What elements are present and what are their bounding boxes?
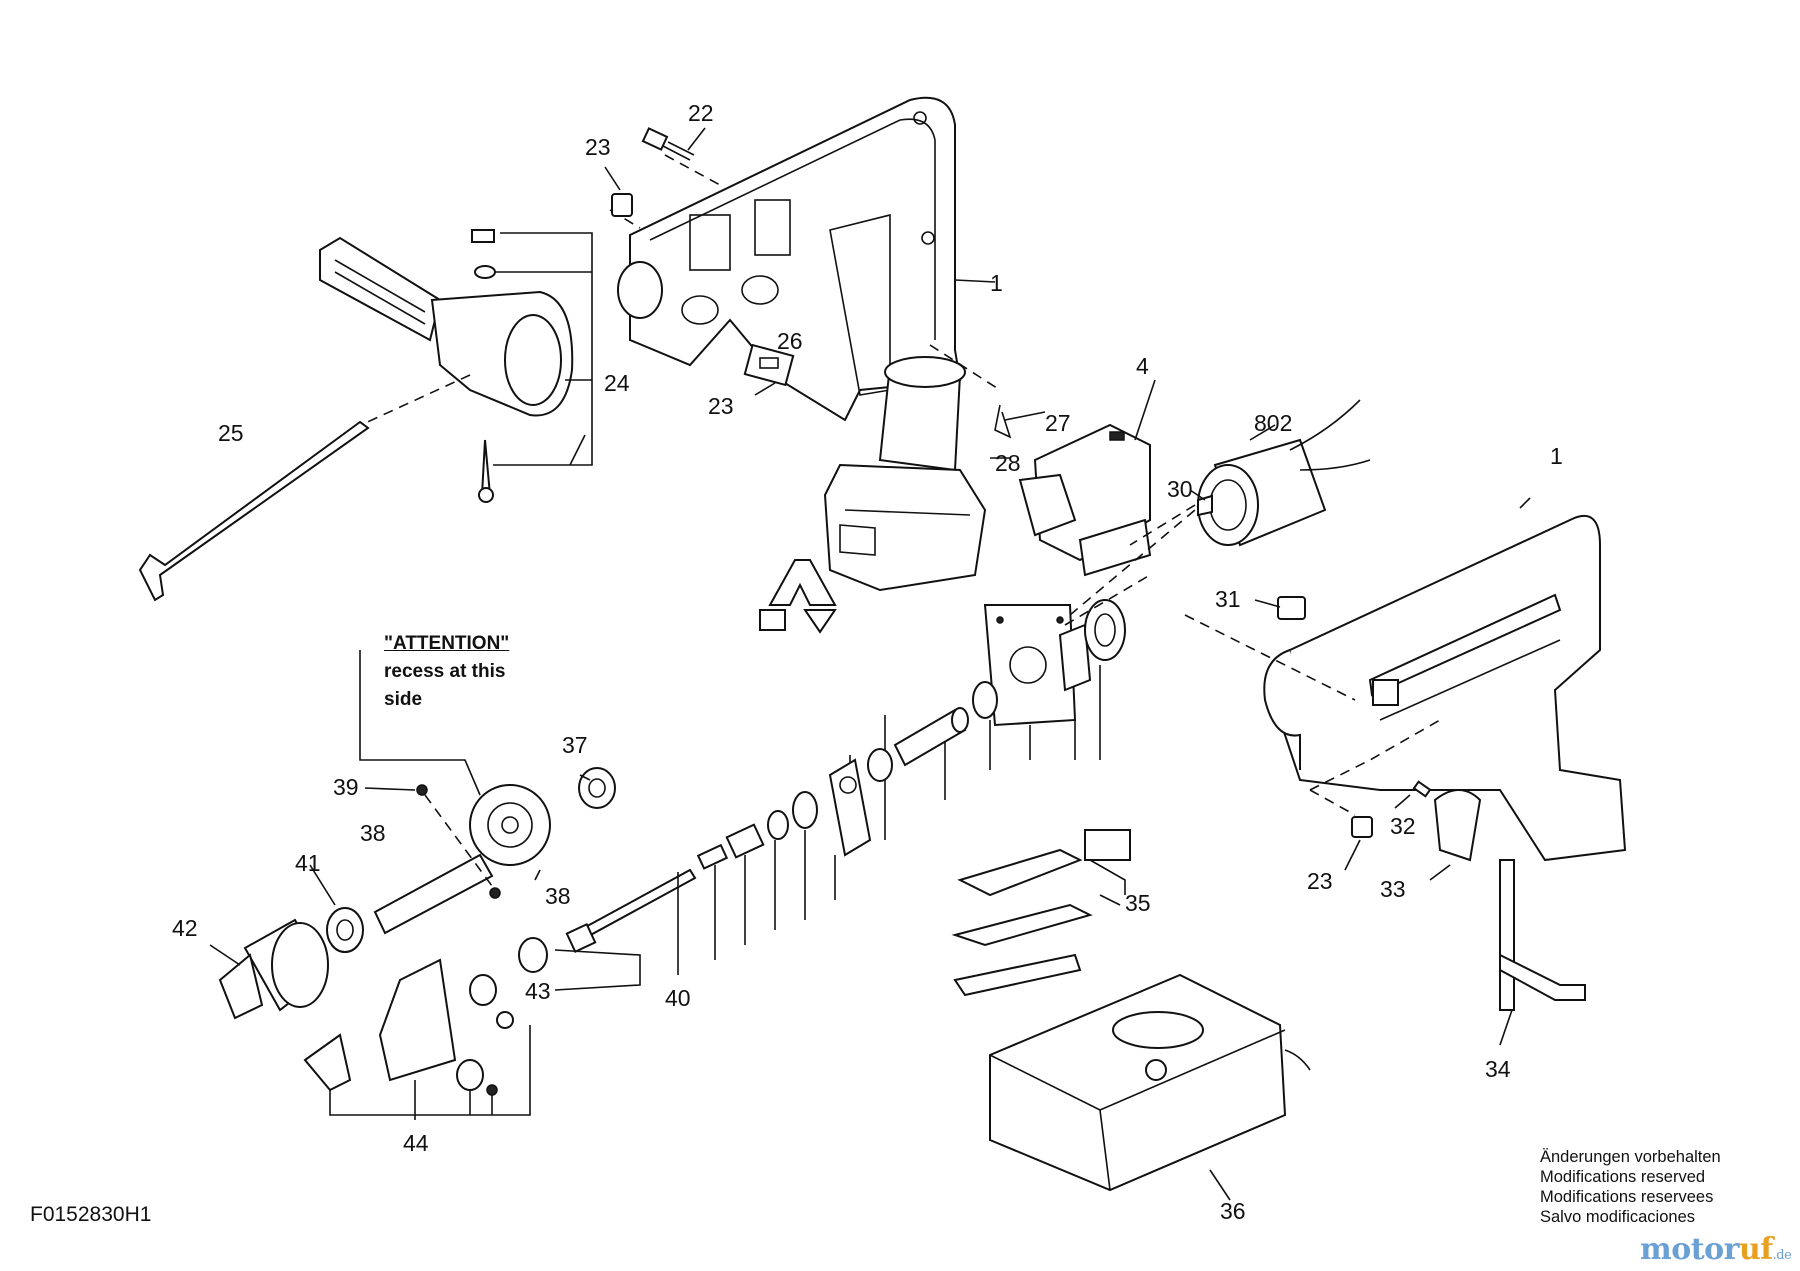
chuck-key-part-34: [1499, 859, 1586, 1011]
washer-1: [867, 748, 893, 782]
callout-38-gear: 38: [545, 883, 571, 909]
callout-38-shaft: 38: [360, 820, 386, 846]
drawing-code: F0152830H1: [30, 1203, 152, 1226]
callout-24: 24: [604, 370, 630, 396]
attention-note: "ATTENTION" recess at this side: [384, 630, 509, 714]
callout-43: 43: [525, 978, 551, 1004]
mod-line-en: Modifications reserved: [1540, 1168, 1706, 1186]
battery-pack-part-28: [823, 356, 987, 592]
coupler: [725, 823, 765, 859]
callout-4: 4: [1136, 353, 1149, 379]
charger-part-36: [989, 973, 1311, 1192]
bushing: [972, 681, 998, 719]
nut-part-23-right: [1351, 816, 1373, 838]
watermark-part-1: motor: [1640, 1232, 1739, 1267]
gear-wheel: [1084, 599, 1126, 661]
ball-part-39: [416, 784, 428, 796]
callout-27: 27: [1045, 410, 1071, 436]
callout-32: 32: [1390, 813, 1416, 839]
watermark-logo: motoruf.de: [1640, 1232, 1792, 1267]
callout-37: 37: [562, 732, 588, 758]
mod-line-de: Änderungen vorbehalten: [1540, 1148, 1721, 1166]
latch-part-31: [1277, 596, 1306, 620]
callout-26: 26: [777, 328, 803, 354]
callout-35: 35: [1125, 890, 1151, 916]
bearing-part-37: [578, 767, 616, 809]
side-handle-part-24: [319, 229, 593, 503]
screw-part-22: [641, 127, 695, 161]
spring-part-27: [994, 404, 1012, 439]
watermark-suffix: .de: [1772, 1248, 1792, 1263]
spindle-part-40: [565, 868, 697, 954]
switch-part-4: [1018, 423, 1152, 577]
spring-small: [696, 843, 729, 870]
callout-34: 34: [1485, 1056, 1511, 1082]
callout-1-right: 1: [1550, 443, 1563, 469]
shaft-part-38: [373, 853, 494, 935]
modifications-note: Änderungen vorbehalten Modifications res…: [1540, 1147, 1721, 1227]
callout-33: 33: [1380, 876, 1406, 902]
pin-part-32: [1412, 780, 1432, 798]
clip-part-26: [743, 343, 795, 387]
rod-part-25: [138, 420, 370, 602]
callout-23-top: 23: [585, 134, 611, 160]
attention-line-1: recess at this: [384, 661, 506, 682]
ball-part-39b: [489, 887, 501, 899]
gear-housing-part-44: [303, 958, 498, 1096]
recycle-icon: [759, 559, 837, 634]
callout-802: 802: [1254, 410, 1293, 436]
motor-part-802: [1197, 399, 1371, 547]
drill-chuck-part-42: [218, 918, 329, 1020]
callout-30: 30: [1167, 476, 1193, 502]
callout-39: 39: [333, 774, 359, 800]
pinion-gear: [792, 791, 818, 829]
washer-2: [767, 810, 789, 840]
sleeve: [893, 707, 969, 767]
mod-line-fr: Modifications reservees: [1540, 1188, 1714, 1206]
callout-41: 41: [295, 850, 321, 876]
callout-28: 28: [995, 450, 1021, 476]
callout-42: 42: [172, 915, 198, 941]
callout-25: 25: [218, 420, 244, 446]
callout-44: 44: [403, 1130, 429, 1156]
housing-half-right: [1263, 514, 1627, 862]
contact-plates-part-35: [951, 829, 1131, 997]
attention-line-2: side: [384, 689, 423, 710]
gear-part-38: [469, 784, 551, 866]
callout-22: 22: [688, 100, 714, 126]
watermark-part-2: uf: [1738, 1232, 1773, 1267]
bearing-part-41: [326, 907, 364, 953]
bearing-bracket: [828, 758, 872, 857]
mod-line-es: Salvo modificaciones: [1540, 1208, 1695, 1226]
callout-36: 36: [1220, 1198, 1246, 1224]
callout-31: 31: [1215, 586, 1241, 612]
nut-part-23-top: [611, 193, 633, 217]
callout-40: 40: [665, 985, 691, 1011]
callout-23-mid: 23: [708, 393, 734, 419]
callout-23-right: 23: [1307, 868, 1333, 894]
nut-part-43: [469, 937, 548, 1029]
gearbox-plate: [983, 604, 1092, 727]
callout-1-top: 1: [990, 270, 1003, 296]
attention-title: "ATTENTION": [384, 633, 510, 654]
clip-part-33: [1433, 789, 1482, 862]
